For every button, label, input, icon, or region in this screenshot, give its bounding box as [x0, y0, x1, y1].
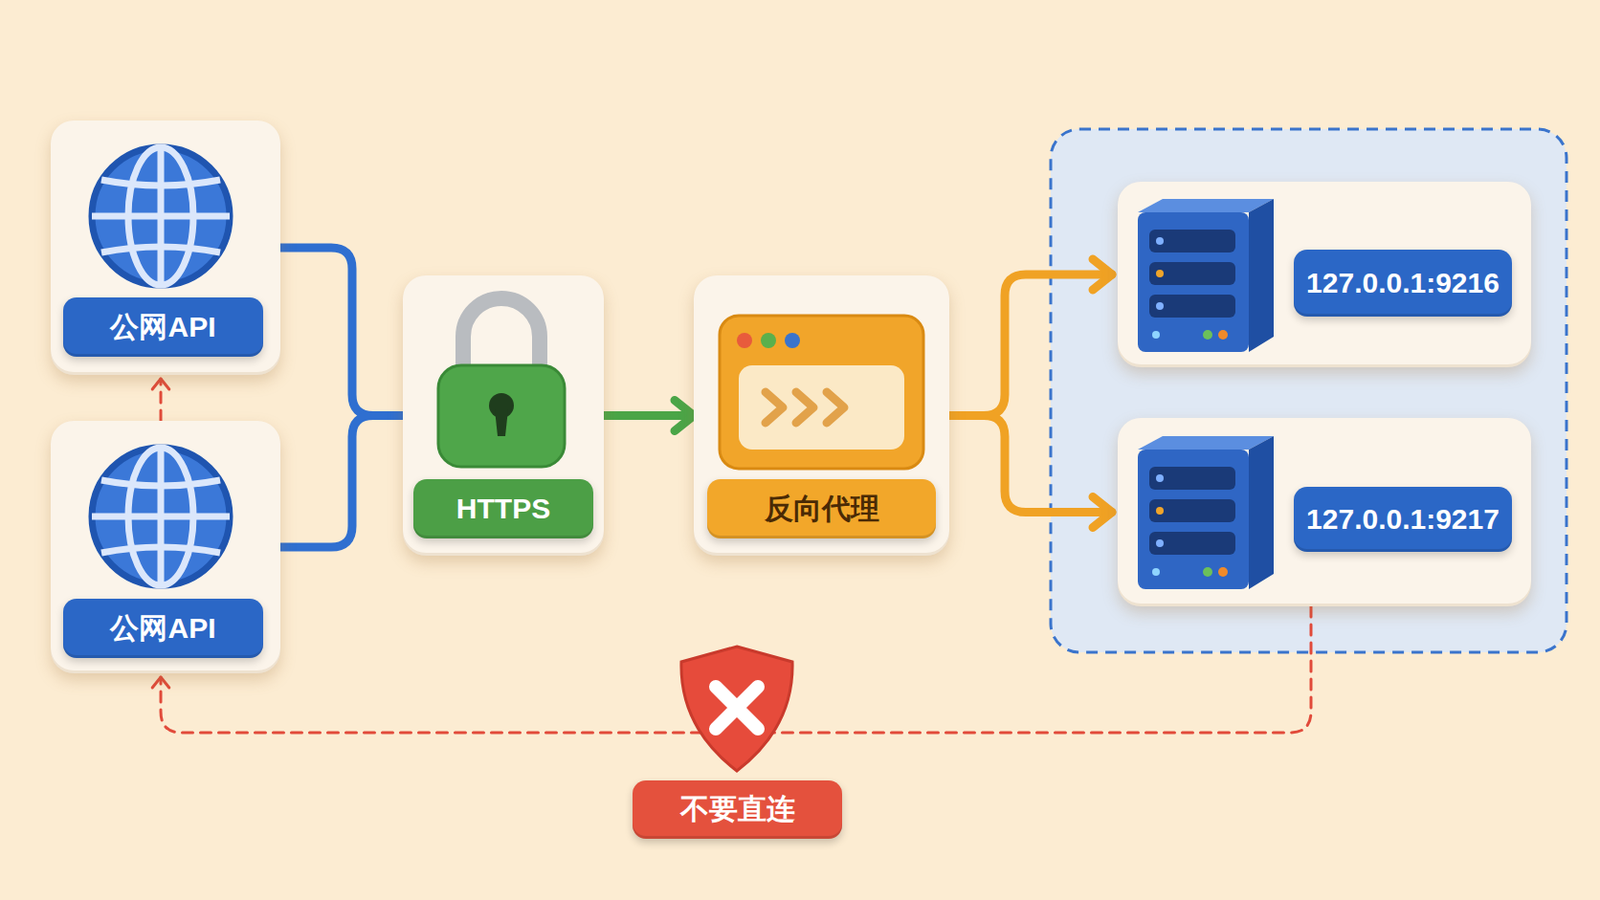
connector — [280, 416, 403, 549]
shield-icon-part — [715, 687, 758, 730]
arrow-head — [1092, 259, 1112, 290]
arrow-head — [152, 677, 170, 689]
arrow-head — [152, 378, 170, 390]
connector-line — [949, 416, 1112, 513]
connector-line — [949, 274, 1112, 417]
shield-icon-part — [681, 646, 793, 772]
node-label: HTTPS — [413, 479, 594, 539]
connector — [152, 378, 170, 422]
connector-line — [280, 247, 403, 417]
connector — [949, 416, 1112, 529]
arrow-head — [1092, 497, 1112, 529]
node-label: 公网API — [63, 297, 264, 357]
node-label: 反向代理 — [707, 479, 936, 539]
api-card: 公网API — [50, 120, 281, 376]
proxy-card: 反向代理 — [693, 275, 950, 556]
connector-line — [160, 606, 1312, 734]
connector-line — [603, 411, 694, 421]
connector — [280, 247, 403, 417]
node-label: 127.0.0.1:9217 — [1293, 487, 1512, 553]
connector — [949, 259, 1112, 417]
node-label: 公网API — [63, 599, 264, 659]
arrow-head — [674, 400, 694, 432]
connector-line — [280, 416, 403, 549]
warning-label: 不要直连 — [632, 780, 843, 840]
api-card: 公网API — [50, 421, 281, 674]
connector-line — [159, 378, 163, 422]
connector — [603, 400, 694, 432]
server-card: 127.0.0.1:9217 — [1117, 418, 1532, 607]
node-label: 127.0.0.1:9216 — [1293, 249, 1512, 317]
shield-icon — [681, 646, 793, 772]
private-network-zone — [1050, 129, 1567, 653]
https-card: HTTPS — [402, 275, 604, 556]
connector — [152, 606, 1312, 734]
server-card: 127.0.0.1:9216 — [1117, 181, 1532, 368]
